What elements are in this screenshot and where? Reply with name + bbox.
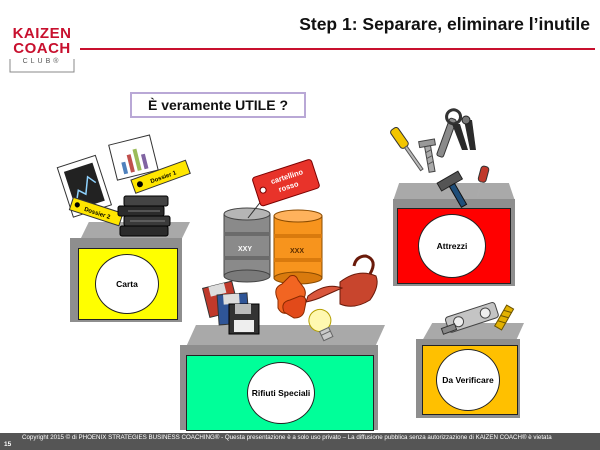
pedestal-attrezzi: Attrezzi [393, 183, 523, 286]
bin-carta-panel: Carta [78, 248, 178, 320]
pedestal-da-verificare: Da Verificare [416, 323, 528, 418]
barrel-xxy-illustration: XXY [223, 207, 271, 283]
floppy-disks-illustration [201, 280, 260, 335]
slide-title: Step 1: Separare, eliminare l’inutile [299, 14, 590, 34]
slide-number: 15 [4, 441, 12, 448]
spare-parts-illustration [440, 302, 515, 335]
watering-can-illustration [305, 254, 378, 307]
pedestal-rifiuti-speciali: Rifiuti Speciali [180, 325, 385, 431]
bin-label-carta: Carta [95, 254, 159, 314]
barrel-xxx-label: XXX [290, 248, 304, 255]
bin-label-rifiuti-speciali: Rifiuti Speciali [247, 362, 315, 424]
barrel-xxy-label: XXY [238, 246, 252, 253]
screwdriver-icon [390, 127, 424, 172]
kaizen-coach-logo: KAIZEN COACH CLUB® [8, 26, 76, 74]
small-screwdriver-icon [476, 165, 490, 198]
books-stack-illustration [117, 195, 171, 237]
hammer-icon [436, 170, 468, 208]
title-divider [80, 48, 595, 50]
bin-rifiuti-panel: Rifiuti Speciali [186, 355, 374, 431]
logo-text-coach: COACH [13, 40, 71, 57]
logo-text-club: CLUB® [22, 58, 62, 65]
footer-bar [0, 433, 600, 450]
pliers-icon [452, 115, 476, 150]
logo-frame [9, 59, 75, 73]
gloves-illustration [275, 275, 307, 319]
question-box: È veramente UTILE ? [130, 92, 306, 118]
copyright-notice: Copyright 2015 © di PHOENIX STRATEGIES B… [22, 434, 552, 441]
light-bulb-illustration [308, 308, 334, 342]
bin-attrezzi-panel: Attrezzi [397, 208, 511, 284]
bolt-icon [418, 138, 437, 173]
logo-text-kaizen: KAIZEN [12, 25, 72, 42]
wrench-icon [436, 108, 463, 158]
bin-label-da-verificare: Da Verificare [436, 349, 500, 411]
tools-illustration [390, 108, 490, 208]
bin-label-attrezzi: Attrezzi [418, 214, 486, 278]
red-tag-illustration: cartellino rosso [247, 159, 320, 219]
spring-icon [493, 304, 515, 331]
bin-da-verificare-panel: Da Verificare [422, 345, 518, 415]
barrel-xxx-illustration: XXX [273, 209, 323, 285]
